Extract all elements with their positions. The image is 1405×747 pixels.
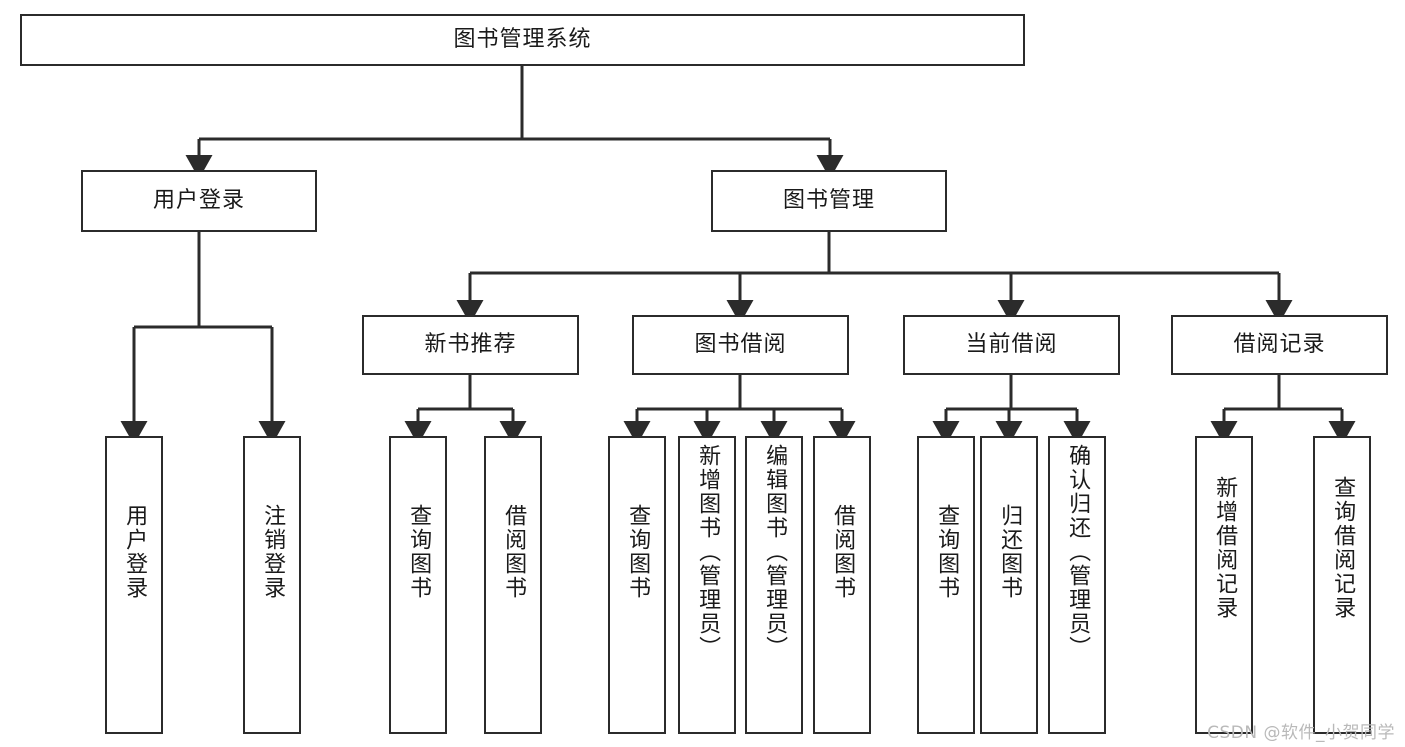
leaf-confirm-return-label: 确认归还（管理员） — [1065, 444, 1091, 660]
leaf-logout-login-label: 注销登录 — [260, 504, 286, 600]
leaf-return-book-label: 归还图书 — [997, 504, 1023, 600]
leaf-query-book-3[interactable]: 查询图书 — [917, 436, 975, 734]
leaf-query-borrow-record-label: 查询借阅记录 — [1330, 476, 1356, 620]
leaf-query-book-1-label: 查询图书 — [406, 504, 432, 600]
leaf-borrow-book-1[interactable]: 借阅图书 — [484, 436, 542, 734]
leaf-user-login[interactable]: 用户登录 — [105, 436, 163, 734]
node-borrow-record-label: 借阅记录 — [1233, 331, 1326, 357]
csdn-watermark: CSDN @软件_小贺同学 — [1207, 723, 1395, 743]
leaf-logout-login[interactable]: 注销登录 — [243, 436, 301, 734]
leaf-edit-book[interactable]: 编辑图书（管理员） — [745, 436, 803, 734]
node-current-borrow[interactable]: 当前借阅 — [903, 315, 1120, 375]
node-new-book-recommend-label: 新书推荐 — [424, 331, 517, 357]
node-new-book-recommend[interactable]: 新书推荐 — [362, 315, 579, 375]
node-borrow-record[interactable]: 借阅记录 — [1171, 315, 1388, 375]
leaf-add-book-label: 新增图书（管理员） — [695, 444, 721, 660]
node-user-login-label: 用户登录 — [152, 187, 245, 213]
node-user-login[interactable]: 用户登录 — [81, 170, 317, 232]
leaf-user-login-label: 用户登录 — [122, 504, 148, 600]
node-book-borrow-label: 图书借阅 — [694, 331, 787, 357]
leaf-query-book-2[interactable]: 查询图书 — [608, 436, 666, 734]
leaf-query-book-2-label: 查询图书 — [625, 504, 651, 600]
leaf-query-book-3-label: 查询图书 — [934, 504, 960, 600]
node-book-manage[interactable]: 图书管理 — [711, 170, 947, 232]
leaf-borrow-book-1-label: 借阅图书 — [501, 504, 527, 600]
leaf-confirm-return[interactable]: 确认归还（管理员） — [1048, 436, 1106, 734]
node-root-label: 图书管理系统 — [453, 26, 592, 52]
leaf-borrow-book-2[interactable]: 借阅图书 — [813, 436, 871, 734]
leaf-borrow-book-2-label: 借阅图书 — [830, 504, 856, 600]
node-current-borrow-label: 当前借阅 — [965, 331, 1058, 357]
leaf-add-borrow-record-label: 新增借阅记录 — [1212, 476, 1238, 620]
node-book-borrow[interactable]: 图书借阅 — [632, 315, 849, 375]
leaf-add-book[interactable]: 新增图书（管理员） — [678, 436, 736, 734]
node-root[interactable]: 图书管理系统 — [20, 14, 1025, 66]
leaf-query-book-1[interactable]: 查询图书 — [389, 436, 447, 734]
leaf-query-borrow-record[interactable]: 查询借阅记录 — [1313, 436, 1371, 734]
leaf-add-borrow-record[interactable]: 新增借阅记录 — [1195, 436, 1253, 734]
node-book-manage-label: 图书管理 — [782, 187, 875, 213]
leaf-return-book[interactable]: 归还图书 — [980, 436, 1038, 734]
leaf-edit-book-label: 编辑图书（管理员） — [762, 444, 788, 660]
